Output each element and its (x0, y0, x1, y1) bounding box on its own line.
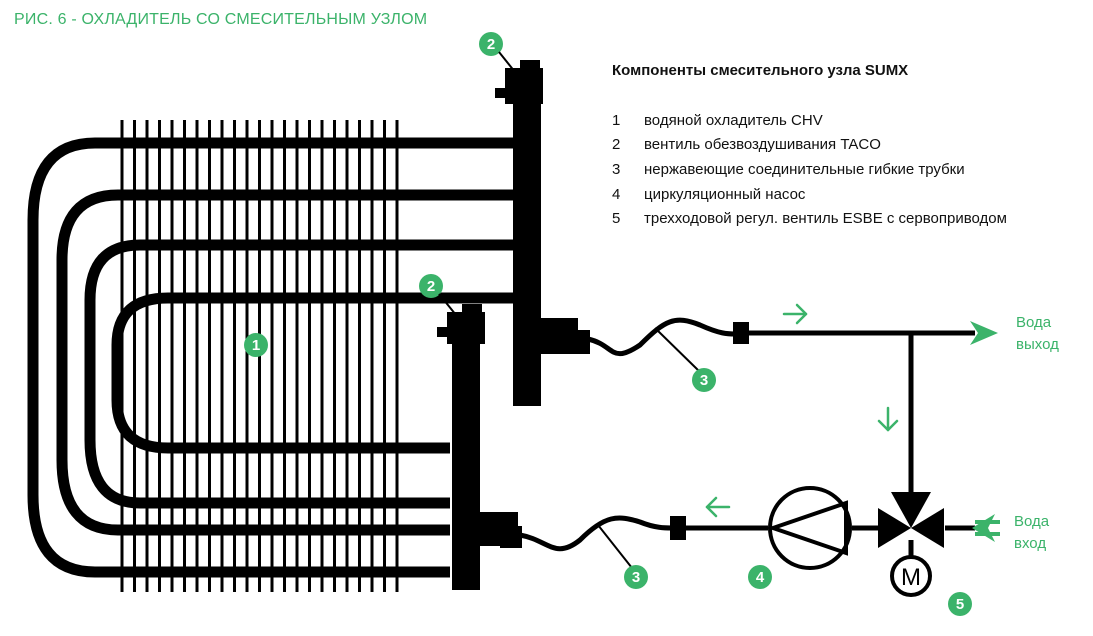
water-outlet-label-line2: выход (1016, 336, 1059, 353)
water-inlet-label-line2: вход (1014, 535, 1047, 552)
water-inlet-label-line1: Вода (1014, 513, 1050, 530)
svg-text:1: 1 (252, 337, 260, 354)
badge-pump: 4 (748, 565, 772, 589)
legend-item: 3 нержавеющие соединительные гибкие трубк… (612, 161, 965, 178)
water-outlet-label-line1: Вода (1016, 314, 1052, 331)
legend-item-number: 4 (612, 186, 621, 203)
legend-item-number: 5 (612, 210, 621, 227)
u-tube-inner (111, 292, 515, 454)
badge-hose-top: 3 (692, 368, 716, 392)
flow-arrows (705, 303, 899, 518)
legend-heading: Компоненты смесительного узла SUMX (612, 62, 909, 79)
coupling-upper (733, 322, 749, 344)
badge-hose-bottom: 3 (624, 565, 648, 589)
water-inlet-label: Вода вход (1014, 511, 1049, 555)
outlet-arrow-head (970, 321, 998, 345)
water-outlet-label: Вода выход (1016, 312, 1059, 356)
svg-text:4: 4 (756, 569, 765, 586)
hose-lower (519, 515, 673, 552)
figure-title: РИС. 6 - ОХЛАДИТЕЛЬ СО СМЕСИТЕЛЬНЫМ УЗЛО… (14, 11, 428, 28)
u-tube-middle-1 (56, 189, 515, 536)
svg-text:2: 2 (487, 36, 495, 53)
legend-item-text: трехходовой регул. вентиль ESBE с сервоп… (644, 210, 1007, 227)
cooler-u-tubes (27, 137, 515, 578)
badge-vent-bottom: 2 (419, 274, 443, 298)
lower-header (452, 342, 480, 590)
piping (686, 330, 975, 556)
hose-upper (587, 317, 736, 357)
legend-item-number: 1 (612, 112, 621, 129)
leader-lines (597, 327, 701, 569)
legend-item: 1 водяной охладитель CHV (612, 112, 823, 129)
legend-item-text: нержавеющие соединительные гибкие трубки (644, 161, 965, 178)
svg-text:2: 2 (427, 278, 435, 295)
badge-cooler: 1 (244, 333, 268, 357)
legend-item: 5 трехходовой регул. вентиль ESBE с серво… (612, 210, 1007, 227)
lower-header-outlet-nozzle (500, 526, 522, 548)
legend-item-number: 3 (612, 161, 621, 178)
inlet-arrow (972, 514, 1000, 542)
flow-arrow-left (705, 496, 731, 518)
svg-text:3: 3 (700, 372, 708, 389)
flow-arrow-down (877, 406, 899, 432)
air-vent-top (495, 60, 543, 104)
svg-text:5: 5 (956, 596, 964, 613)
legend-item: 4 циркуляционный насос (612, 186, 805, 203)
svg-text:3: 3 (632, 569, 640, 586)
motor-label: M (901, 564, 921, 591)
u-tube-outer (27, 137, 515, 578)
upper-header (513, 102, 541, 406)
badge-vent-top: 2 (479, 32, 503, 56)
badge-valve: 5 (948, 592, 972, 616)
circulation-pump (766, 486, 852, 570)
upper-header-outlet-nozzle (560, 330, 590, 354)
legend-item-text: циркуляционный насос (644, 186, 806, 203)
air-vent-bottom (437, 304, 485, 344)
servo-motor: M (890, 555, 932, 597)
legend-item: 2 вентиль обезвоздушивания TACO (612, 136, 881, 153)
legend-item-number: 2 (612, 136, 621, 153)
flow-arrow-right (782, 303, 808, 325)
flexible-hoses (519, 317, 736, 552)
coupling-lower (670, 516, 686, 540)
legend-item-text: вентиль обезвоздушивания TACO (644, 136, 881, 153)
three-way-valve (878, 492, 944, 548)
legend-item-text: водяной охладитель CHV (644, 112, 823, 129)
u-tube-middle-2 (84, 239, 515, 509)
